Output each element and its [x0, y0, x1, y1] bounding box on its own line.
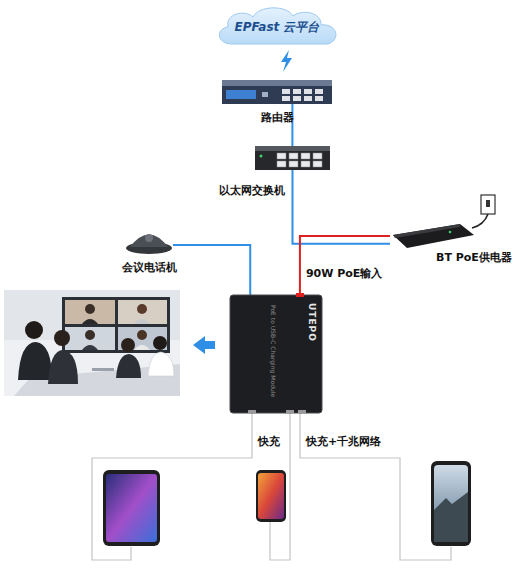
meeting-scene	[4, 290, 180, 396]
injector-led	[449, 231, 452, 234]
remote-person	[134, 319, 150, 324]
remote-person	[85, 304, 95, 314]
attendee-head	[25, 321, 43, 339]
attendee-body	[116, 354, 141, 378]
router-port	[293, 96, 301, 101]
device-label: 路由器	[222, 110, 332, 125]
switch-port	[277, 153, 286, 159]
switch-port	[313, 161, 322, 167]
smartphone	[256, 470, 286, 522]
charge-label: 快充	[258, 434, 280, 449]
phone-speaker	[145, 234, 153, 242]
wireless-bolt	[281, 50, 292, 72]
attendee-head	[54, 330, 70, 346]
cable-connector	[300, 236, 390, 295]
remote-person	[137, 304, 147, 314]
poe-injector: BT PoE供电器	[390, 222, 475, 250]
video-screen	[62, 297, 170, 353]
power-label: 90W PoE输入	[306, 266, 382, 281]
charging-module: UTEPO PoE to USB-C Charging Module	[230, 295, 322, 413]
tablet	[103, 470, 160, 546]
usb-port	[298, 410, 306, 413]
cable-connector	[173, 245, 250, 295]
router-port	[282, 89, 290, 94]
switch-front	[255, 151, 330, 170]
switch-port	[289, 161, 298, 167]
attendee-body	[148, 352, 174, 376]
attendee-body	[18, 342, 52, 380]
smartphone	[431, 461, 471, 546]
brand-name: UTEPO	[307, 303, 317, 342]
usb-cable	[92, 413, 252, 560]
switch-device-shape	[255, 146, 330, 170]
remote-person	[85, 330, 95, 340]
platform-name: EPFast 云平台	[212, 19, 342, 36]
router-front	[222, 86, 332, 104]
device-label: 会议电话机	[109, 260, 189, 275]
phone-body	[431, 461, 471, 546]
phone-screen	[434, 465, 468, 542]
charge-network-label: 快充+千兆网络	[306, 434, 381, 449]
router-device: 路由器	[222, 80, 332, 104]
outlet-plate	[481, 195, 495, 214]
remote-person	[134, 345, 150, 350]
router-port	[304, 89, 312, 94]
switch-led	[260, 155, 263, 158]
remote-person	[137, 330, 147, 340]
switch-port	[289, 153, 298, 159]
product-name: PoE to USB-C Charging Module	[270, 305, 277, 397]
screen-scenery	[434, 492, 468, 542]
switch-port	[313, 153, 322, 159]
injector-body	[393, 224, 474, 248]
router-port	[282, 96, 290, 101]
usb-port	[286, 410, 294, 413]
tablet-screen	[106, 474, 157, 542]
remote-person	[82, 319, 98, 324]
router-port	[262, 92, 268, 97]
router-top	[222, 80, 332, 86]
room-floor	[4, 290, 180, 396]
device-label: BT PoE供电器	[436, 250, 512, 265]
usb-cable	[300, 413, 451, 560]
attendee-head	[121, 338, 135, 352]
poe-port	[296, 293, 304, 297]
switch-port	[301, 153, 310, 159]
phone-body	[256, 470, 286, 522]
conference-phone-shape	[125, 222, 173, 254]
output-arrow	[193, 336, 215, 354]
attendee-body	[48, 350, 78, 384]
video-tile	[65, 327, 115, 350]
phone-dome	[130, 235, 168, 248]
cloud-platform: EPFast 云平台	[212, 6, 342, 46]
injector-edge	[393, 224, 460, 238]
tablet-body	[103, 470, 160, 546]
cable-connector	[291, 104, 293, 146]
phone-screen	[258, 473, 284, 519]
power-outlet	[481, 195, 495, 214]
router-port	[315, 89, 323, 94]
poe-injector-shape	[390, 222, 475, 250]
device-body	[230, 295, 322, 413]
router-port	[315, 96, 323, 101]
device-label: 以太网交换机	[219, 183, 285, 198]
video-tile	[65, 300, 115, 324]
switch-top	[255, 146, 330, 151]
power-cable	[472, 214, 488, 228]
video-tile	[118, 300, 167, 324]
usb-port	[248, 410, 256, 413]
outlet-socket	[486, 200, 490, 207]
cable-connector	[293, 170, 391, 244]
router-strip	[226, 90, 256, 99]
switch-port	[277, 161, 286, 167]
conference-phone: 会议电话机	[125, 222, 173, 254]
switch-device: 以太网交换机	[255, 146, 330, 170]
router-device-shape	[222, 80, 332, 104]
switch-port	[301, 161, 310, 167]
remote-person	[82, 345, 98, 350]
router-port	[293, 89, 301, 94]
router-port	[304, 96, 312, 101]
laptop	[92, 368, 114, 371]
attendee-head	[153, 336, 167, 350]
